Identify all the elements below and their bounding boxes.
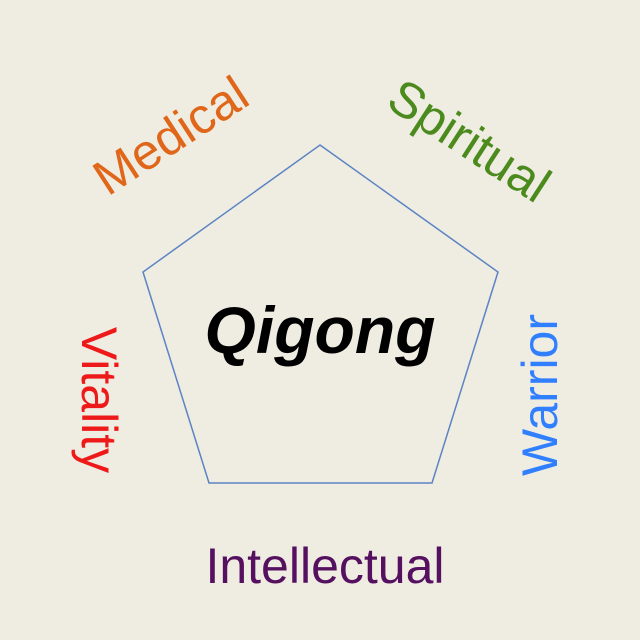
label-intellectual: Intellectual <box>205 538 444 594</box>
label-warrior: Warrior <box>512 314 568 476</box>
label-vitality: Vitality <box>71 327 127 473</box>
center-label: Qigong <box>205 293 436 367</box>
pentagon <box>142 144 499 484</box>
